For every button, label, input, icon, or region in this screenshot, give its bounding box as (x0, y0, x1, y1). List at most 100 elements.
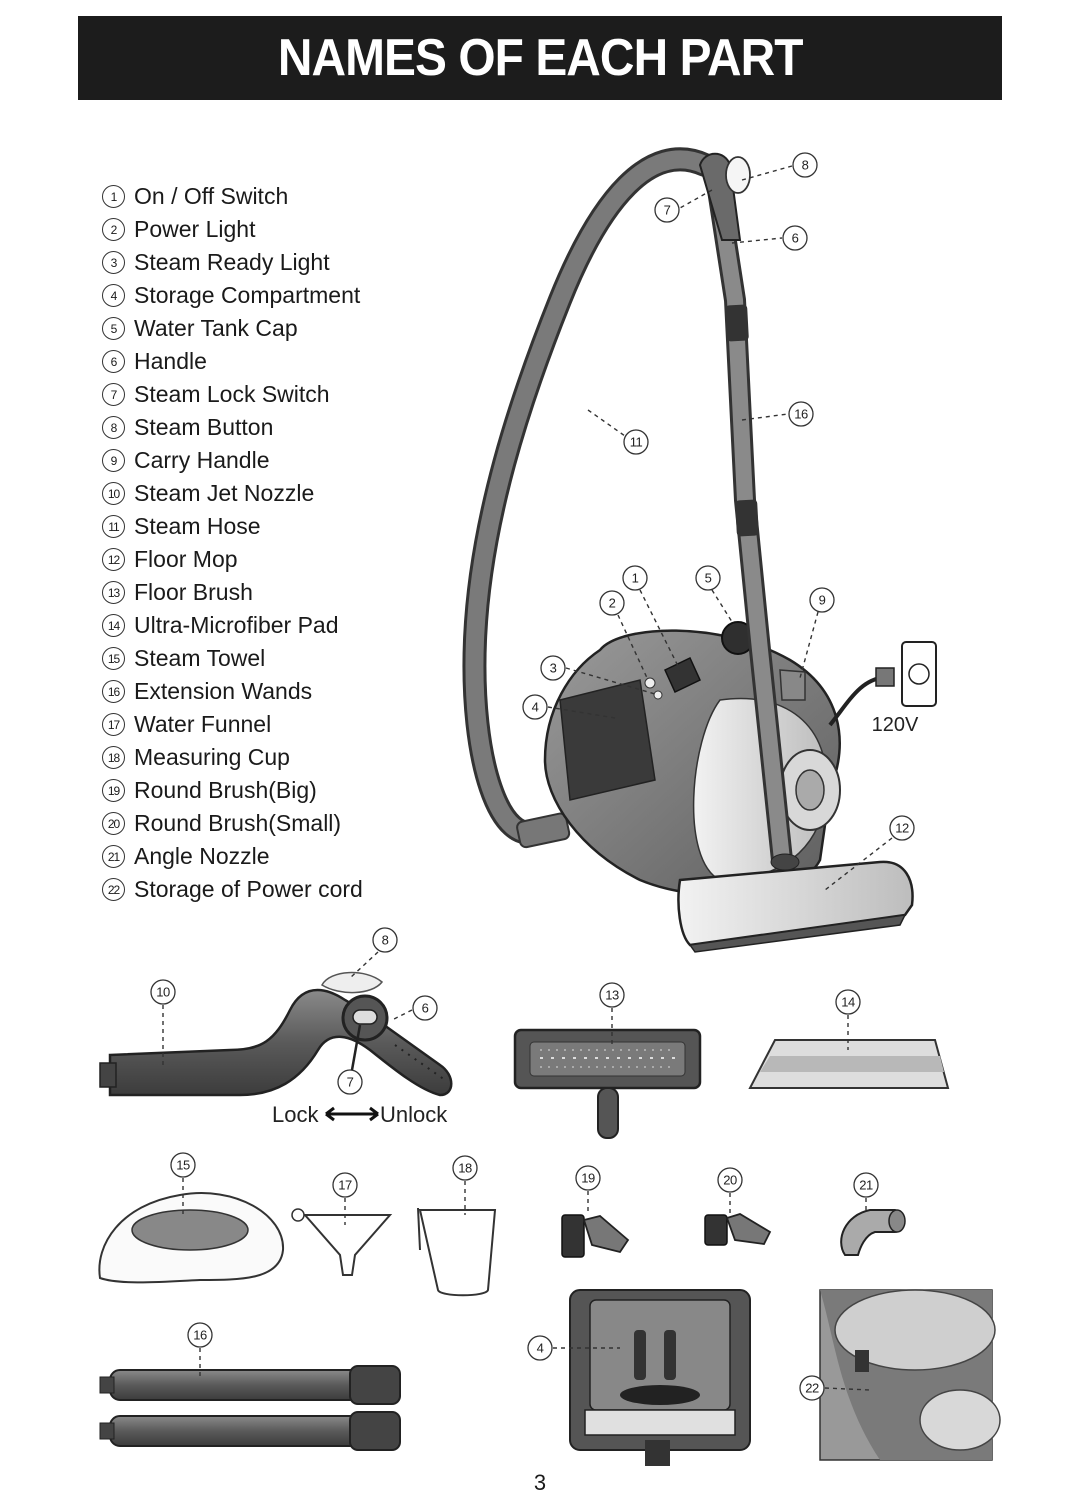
power-cord-storage-detail: 22 (799, 1289, 1001, 1461)
callout-ring (809, 587, 835, 613)
callout-label: 16 (193, 1328, 207, 1343)
callout-ring (527, 1335, 553, 1361)
callout-label: 21 (859, 1178, 873, 1193)
power-light (644, 677, 656, 689)
part-number: 22 (102, 878, 125, 901)
part-label: Measuring Cup (134, 744, 290, 770)
part-label: Steam Hose (134, 513, 261, 539)
callout-ring (799, 1375, 825, 1401)
callout-ring (782, 225, 808, 251)
parts-list-item: 21 Angle Nozzle (102, 840, 363, 873)
steam-ready-light (653, 690, 663, 700)
part-label: Water Tank Cap (134, 315, 298, 341)
parts-list-item: 5 Water Tank Cap (102, 312, 363, 345)
callout-label: 5 (705, 571, 712, 586)
part-number: 16 (102, 680, 125, 703)
part-label: Steam Lock Switch (134, 381, 330, 407)
part-label: Ultra-Microfiber Pad (134, 612, 339, 638)
callout-label: 12 (895, 821, 909, 836)
steam-cleaner-illustration: 120V (462, 147, 937, 953)
part-label: Floor Mop (134, 546, 238, 572)
callout-label: 19 (581, 1171, 595, 1186)
callout-ring (717, 1167, 743, 1193)
callout-label: 1 (632, 571, 639, 586)
floor-brush: 13 (513, 982, 702, 1139)
part-number: 19 (102, 779, 125, 802)
part-number: 4 (102, 284, 125, 307)
callout-ring (452, 1155, 478, 1181)
callout-ring (623, 429, 649, 455)
voltage-label: 120V (872, 714, 919, 736)
steam-jet-nozzle (108, 988, 453, 1097)
parts-list-item: 1 On / Off Switch (102, 180, 363, 213)
part-number: 21 (102, 845, 125, 868)
carry-handle (779, 669, 806, 701)
callout-ring (332, 1172, 358, 1198)
part-number: 2 (102, 218, 125, 241)
part-label: Water Funnel (134, 711, 272, 737)
page-title: NAMES OF EACH PART (277, 29, 804, 87)
callout-label: 20 (723, 1173, 737, 1188)
part-label: Steam Towel (134, 645, 266, 671)
callout-ring (792, 152, 818, 178)
part-label: Angle Nozzle (134, 843, 270, 869)
part-label: Extension Wands (134, 678, 313, 704)
callout-ring (835, 989, 861, 1015)
callout-ring (622, 565, 648, 591)
callout-label: 7 (347, 1075, 354, 1090)
hose-connector (516, 812, 571, 849)
steam-lock-switch (352, 1009, 378, 1025)
callout-label: 17 (338, 1178, 352, 1193)
callout-label: 11 (630, 435, 643, 450)
part-label: Round Brush(Small) (134, 810, 342, 836)
part-label: On / Off Switch (134, 183, 289, 209)
parts-list-item: 16 Extension Wands (102, 675, 363, 708)
callout-ring (187, 1322, 213, 1348)
callout-ring (599, 982, 625, 1008)
callout-ring (853, 1172, 879, 1198)
water-funnel: 17 (291, 1172, 393, 1276)
part-number: 5 (102, 317, 125, 340)
callout-label: 6 (422, 1001, 429, 1016)
on-off-switch (664, 656, 701, 694)
part-number: 6 (102, 350, 125, 373)
part-number: 20 (102, 812, 125, 835)
unlock-label: Unlock (380, 1102, 448, 1127)
parts-list-item: 7 Steam Lock Switch (102, 378, 363, 411)
callout-ring (575, 1165, 601, 1191)
steam-button-detail (321, 971, 384, 994)
page-number: 3 (533, 1470, 547, 1495)
part-number: 14 (102, 614, 125, 637)
callout-ring (412, 995, 438, 1021)
measuring-cup: 18 (417, 1155, 497, 1297)
part-number: 9 (102, 449, 125, 472)
part-label: Steam Button (134, 414, 274, 440)
lock-unlock-arrow-icon (325, 1106, 379, 1122)
parts-list-item: 14 Ultra-Microfiber Pad (102, 609, 363, 642)
callout-label: 9 (819, 593, 826, 608)
callout-label: 14 (841, 995, 855, 1010)
callout-ring (170, 1152, 196, 1178)
part-number: 7 (102, 383, 125, 406)
callout-label: 2 (609, 596, 616, 611)
part-label: Steam Ready Light (134, 249, 330, 275)
steam-towel: 15 (98, 1152, 285, 1284)
part-number: 1 (102, 185, 125, 208)
storage-compartment-detail: 4 (527, 1289, 751, 1466)
part-label: Floor Brush (134, 579, 253, 605)
part-number: 10 (102, 482, 125, 505)
round-brush-big: 19 (561, 1165, 630, 1258)
part-number: 15 (102, 647, 125, 670)
part-number: 8 (102, 416, 125, 439)
parts-list-item: 15 Steam Towel (102, 642, 363, 675)
floor-mop (677, 860, 914, 947)
